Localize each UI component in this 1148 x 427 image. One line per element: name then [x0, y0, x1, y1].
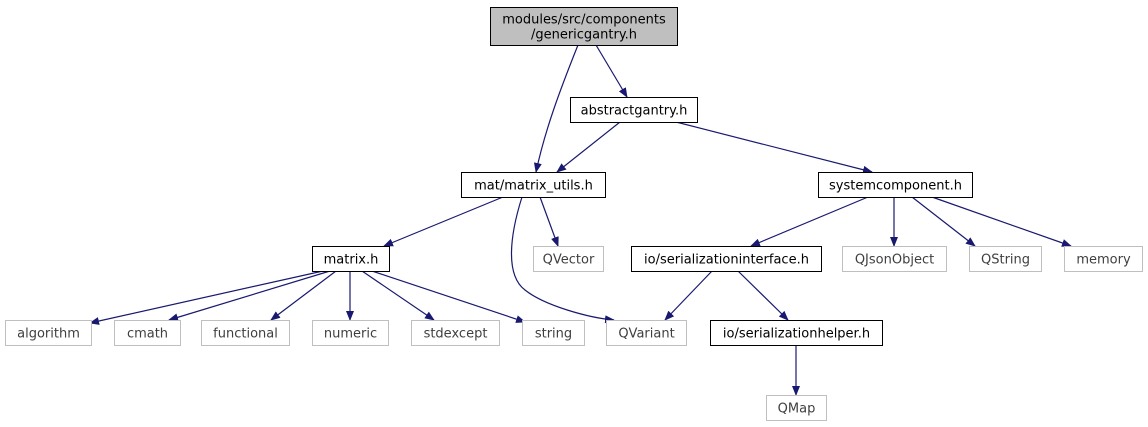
node-qvariant: QVariant	[606, 320, 687, 346]
edge-matrix-to-algorithm	[89, 270, 324, 325]
node-box-qvariant	[606, 320, 687, 346]
node-qmap: QMap	[766, 395, 827, 421]
node-box-qmap	[766, 395, 827, 421]
node-serializationinterface[interactable]: io/serializationinterface.h	[631, 246, 822, 272]
node-numeric: numeric	[312, 320, 389, 346]
node-matrix[interactable]: matrix.h	[312, 246, 390, 272]
edge-systemcomponent-to-serializationinterface	[750, 196, 869, 247]
edges-layer	[89, 44, 1072, 396]
node-box-qvector	[533, 246, 604, 272]
node-box-algorithm	[5, 320, 92, 346]
node-label-stdexcept: stdexcept	[424, 327, 488, 342]
edge-matrix-to-stdexcept	[361, 270, 435, 321]
node-label-matrix: matrix.h	[324, 253, 379, 268]
node-box-memory	[1064, 246, 1143, 272]
node-qjsonobject: QJsonObject	[842, 246, 947, 272]
node-systemcomponent[interactable]: systemcomponent.h	[818, 172, 973, 198]
node-label-numeric: numeric	[324, 327, 377, 342]
node-label-qjsonobject: QJsonObject	[855, 253, 934, 268]
edge-abstractgantry-to-matrix_utils	[556, 121, 621, 173]
node-root[interactable]: modules/src/components/genericgantry.h	[490, 7, 678, 46]
node-label-abstractgantry: abstractgantry.h	[581, 104, 688, 119]
node-qstring: QString	[969, 246, 1042, 272]
node-label-string: string	[535, 327, 572, 342]
node-label-serializationhelper: io/serializationhelper.h	[723, 327, 870, 342]
node-label-qvariant: QVariant	[618, 327, 674, 342]
node-box-serializationhelper	[710, 320, 883, 346]
node-label-qstring: QString	[981, 253, 1030, 268]
node-box-cmath	[114, 320, 181, 346]
node-box-matrix_utils	[461, 172, 606, 198]
edge-root-to-abstractgantry	[595, 44, 628, 98]
node-box-stdexcept	[411, 320, 500, 346]
node-label-root: /genericgantry.h	[531, 28, 637, 43]
node-qvector: QVector	[533, 246, 604, 272]
edge-matrix_utils-to-matrix	[383, 196, 504, 247]
node-functional: functional	[201, 320, 290, 346]
node-box-qjsonobject	[842, 246, 947, 272]
node-label-memory: memory	[1076, 253, 1131, 268]
node-label-matrix_utils: mat/matrix_utils.h	[474, 179, 593, 194]
edge-systemcomponent-to-memory	[931, 196, 1072, 247]
node-stdexcept: stdexcept	[411, 320, 500, 346]
node-label-root: modules/src/components	[502, 13, 666, 28]
node-label-functional: functional	[213, 327, 278, 342]
node-memory: memory	[1064, 246, 1143, 272]
node-string: string	[522, 320, 585, 346]
node-box-matrix	[312, 246, 390, 272]
node-label-serializationinterface: io/serializationinterface.h	[644, 253, 809, 268]
node-box-serializationinterface	[631, 246, 822, 272]
edge-matrix-to-string	[371, 270, 526, 323]
node-box-functional	[201, 320, 290, 346]
edge-serializationinterface-to-qvariant	[664, 270, 713, 321]
node-algorithm: algorithm	[5, 320, 92, 346]
node-box-qstring	[969, 246, 1042, 272]
edge-matrix-to-cmath	[168, 270, 331, 322]
edge-abstractgantry-to-systemcomponent	[675, 121, 873, 174]
edge-root-to-matrix_utils	[533, 44, 579, 173]
node-box-root	[490, 7, 678, 46]
edge-matrix_utils-to-qvector	[539, 196, 559, 247]
node-label-algorithm: algorithm	[17, 327, 80, 342]
edge-matrix-to-functional	[270, 270, 337, 321]
node-box-string	[522, 320, 585, 346]
node-box-systemcomponent	[818, 172, 973, 198]
node-cmath: cmath	[114, 320, 181, 346]
node-abstractgantry[interactable]: abstractgantry.h	[570, 97, 698, 123]
node-box-numeric	[312, 320, 389, 346]
node-box-abstractgantry	[570, 97, 698, 123]
node-label-qvector: QVector	[543, 253, 595, 268]
edge-matrix_utils-to-qvariant	[510, 196, 615, 324]
edge-serializationinterface-to-serializationhelper	[737, 270, 789, 321]
node-label-qmap: QMap	[778, 402, 816, 417]
nodes-layer: modules/src/components/genericgantry.h ab…	[5, 7, 1143, 421]
node-label-systemcomponent: systemcomponent.h	[829, 179, 962, 194]
edge-systemcomponent-to-qstring	[911, 196, 976, 247]
node-serializationhelper[interactable]: io/serializationhelper.h	[710, 320, 883, 346]
node-matrix_utils[interactable]: mat/matrix_utils.h	[461, 172, 606, 198]
node-label-cmath: cmath	[127, 327, 168, 342]
